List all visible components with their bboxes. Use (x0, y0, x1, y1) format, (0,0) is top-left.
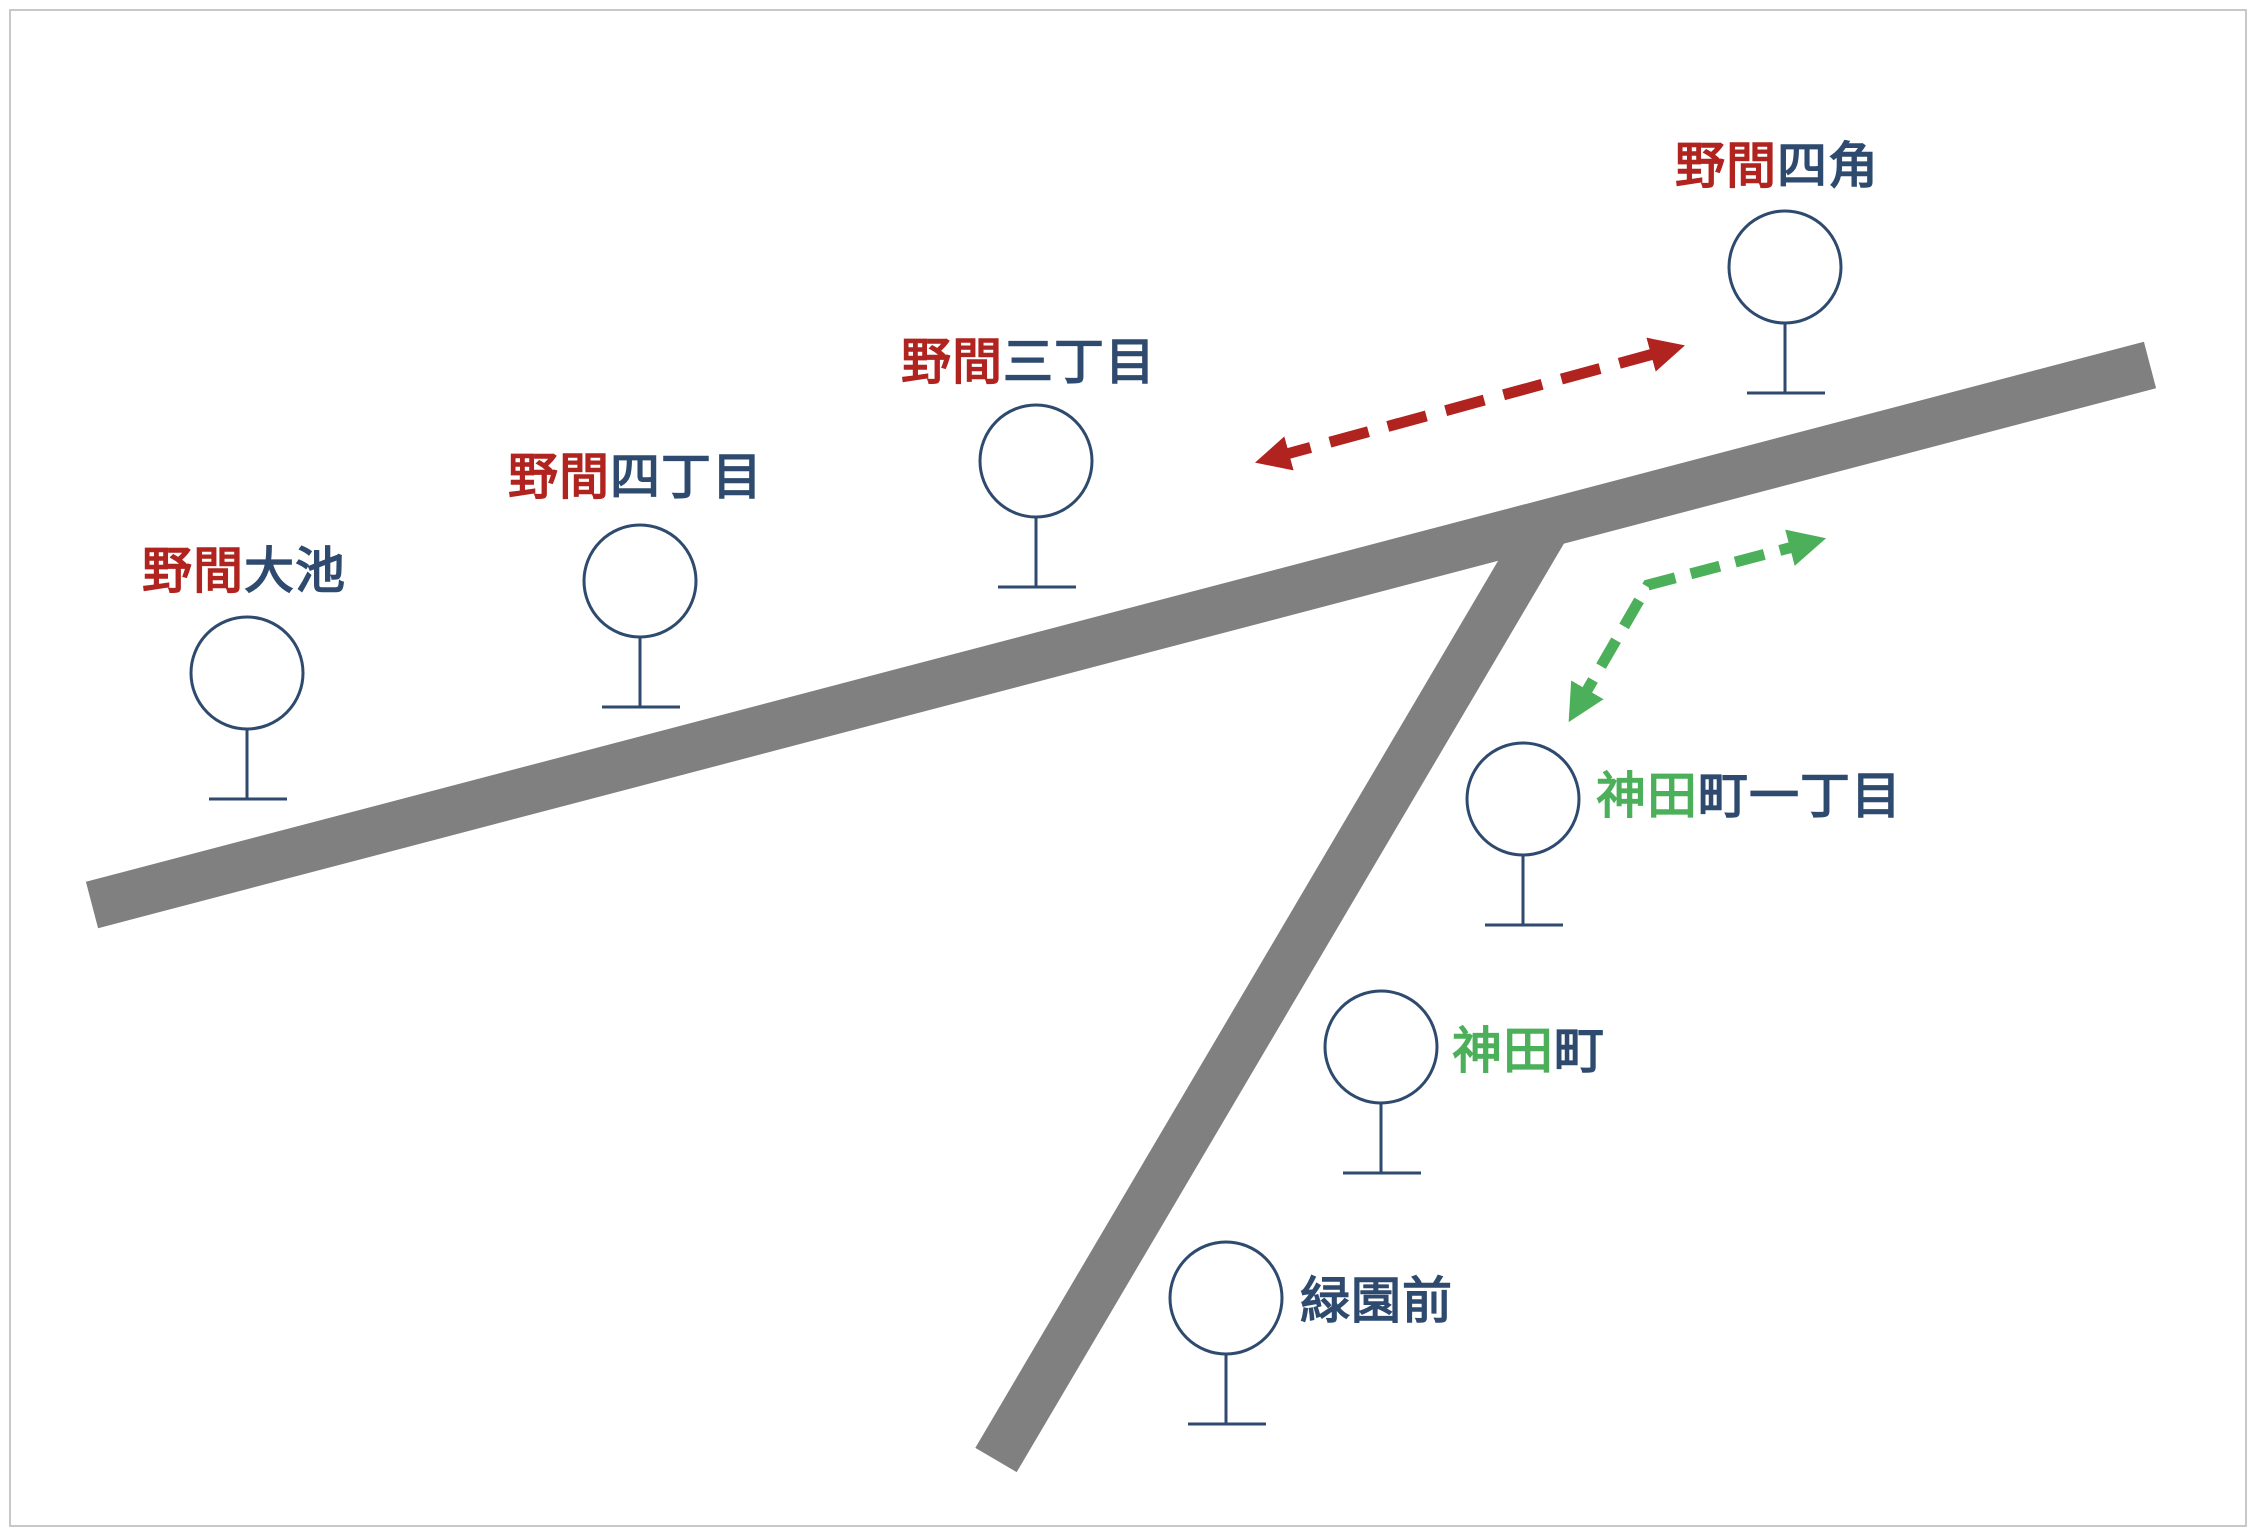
label-accent: 野間 (901, 333, 1003, 391)
stop-label-noma-yotsukado: 野間四角 (1675, 136, 1879, 196)
label-rest: 四丁目 (610, 448, 763, 506)
label-accent: 野間 (142, 542, 244, 600)
label-rest: 町 (1554, 1022, 1605, 1080)
stop-sign-noma-yotsukado (1727, 209, 1843, 395)
green-dashed-arrow (1568, 529, 1827, 723)
label-rest: 四角 (1777, 137, 1879, 195)
stop-sign-kandacho (1323, 989, 1439, 1175)
branch-road (975, 507, 1571, 1473)
stop-sign-noma-oike (189, 615, 305, 801)
label-rest: 三丁目 (1003, 333, 1156, 391)
stop-label-noma-4chome: 野間四丁目 (508, 447, 763, 507)
label-rest: 大池 (244, 542, 346, 600)
stop-label-ryokuen-mae: 緑園前 (1300, 1271, 1453, 1331)
label-accent: 神田 (1452, 1022, 1554, 1080)
stop-sign-noma-3chome (978, 403, 1094, 589)
label-accent: 野間 (1675, 137, 1777, 195)
stop-label-noma-oike: 野間大池 (142, 541, 346, 601)
label-accent: 野間 (508, 448, 610, 506)
stop-label-kandacho-1chome: 神田町一丁目 (1596, 766, 1902, 826)
red-dashed-arrow (1255, 337, 1685, 471)
diagram-frame (9, 9, 2247, 1527)
stop-sign-kandacho-1chome (1465, 741, 1581, 927)
main-road (85, 341, 2157, 929)
stop-label-kandacho: 神田町 (1452, 1021, 1605, 1081)
stop-label-noma-3chome: 野間三丁目 (901, 332, 1156, 392)
stop-sign-noma-4chome (582, 523, 698, 709)
label-rest: 町一丁目 (1698, 767, 1902, 825)
stop-sign-ryokuen-mae (1168, 1240, 1284, 1426)
label-accent: 神田 (1596, 767, 1698, 825)
label-rest: 緑園前 (1300, 1272, 1453, 1330)
